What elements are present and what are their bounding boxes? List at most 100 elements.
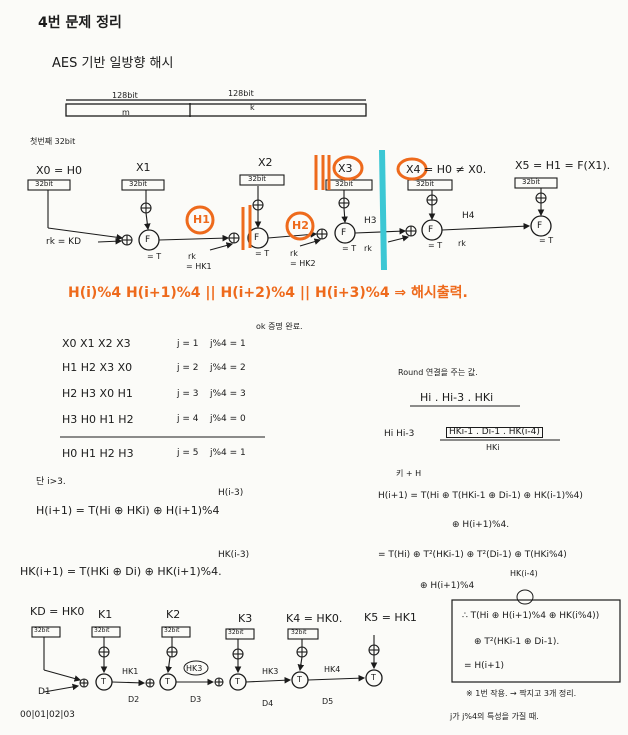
key-bit-3: 32bit xyxy=(228,629,244,636)
footnote-2: j가 j%4의 특성을 가질 때. xyxy=(450,712,539,721)
eq-t-1: = T xyxy=(147,252,162,261)
round-note: Round 연결을 주는 값. xyxy=(398,368,478,377)
t-label-1: T xyxy=(101,677,106,686)
x4-label: X4 = H0 ≠ X0. xyxy=(406,163,487,176)
bit-box-5: 32bit xyxy=(522,178,541,186)
rk-1: rk xyxy=(188,252,196,261)
plus-h-note: 키 + H xyxy=(396,469,422,478)
bit-box-4: 32bit xyxy=(416,180,435,188)
eq-t-3: = T xyxy=(342,244,357,253)
page-title: 4번 문제 정리 xyxy=(38,15,122,31)
derivation-3: = T(Hi) ⊕ T²(HKi-1) ⊕ T²(Di-1) ⊕ T(HKi%4… xyxy=(378,550,567,560)
rk-3: rk xyxy=(364,244,372,253)
hk-sup: HK(i-3) xyxy=(218,550,250,560)
page-subtitle: AES 기반 일방향 해시 xyxy=(52,56,174,71)
h-sup: H(i-3) xyxy=(218,488,244,498)
proof-row-j: j = 2 xyxy=(177,363,199,373)
eq-t-4: = T xyxy=(428,241,443,250)
hk3-circle xyxy=(183,660,209,676)
bits-label: 00|01|02|03 xyxy=(20,710,75,720)
h4-label: H4 xyxy=(462,211,475,221)
derivation-2: ⊕ H(i+1)%4. xyxy=(452,520,510,530)
conclusion-line-2: ⊕ T²(HKi-1 ⊕ Di-1). xyxy=(474,637,560,647)
conclusion-line-1: ∴ T(Hi ⊕ H(i+1)%4 ⊕ HK(i%4)) xyxy=(462,611,600,621)
k-size-label: 128bit xyxy=(228,89,254,98)
orange-marks xyxy=(185,155,428,250)
proof-row-j: j = 3 xyxy=(177,389,199,399)
d1-label: D1 xyxy=(38,687,51,697)
kd-label: KD = HK0 xyxy=(30,605,85,618)
d4-label: D4 xyxy=(262,699,274,708)
proof-row-mod: j%4 = 2 xyxy=(210,363,246,373)
hk1-key: HK1 xyxy=(122,667,139,676)
x5-label: X5 = H1 = F(X1). xyxy=(515,159,611,172)
h-equation: H(i+1) = T(Hi ⊕ HKi) ⊕ H(i+1)%4 xyxy=(36,504,220,517)
block-diagram xyxy=(65,99,367,117)
f-label-3: F xyxy=(341,228,347,238)
hk3b-key: HK3 xyxy=(262,667,279,676)
derivation-1: H(i+1) = T(Hi ⊕ T(HKi-1 ⊕ Di-1) ⊕ HK(i-1… xyxy=(378,491,583,501)
bit-box-3: 32bit xyxy=(335,180,354,188)
hk3-key: HK3 xyxy=(186,664,203,673)
x2-label: X2 xyxy=(258,156,273,169)
k-label: k xyxy=(250,103,255,112)
t-label-3: T xyxy=(235,677,240,686)
f-label-2: F xyxy=(254,233,260,243)
rk-4: rk xyxy=(458,239,466,248)
h3-label: H3 xyxy=(364,216,377,226)
f-label-1: F xyxy=(145,235,151,245)
box-line-boxed: HKi-1 . Di-1 . HK(i-4) xyxy=(446,427,543,438)
first-line-arrows xyxy=(47,186,545,251)
proof-row-cells: H2 H3 X0 H1 xyxy=(62,387,133,400)
t-label-4: T xyxy=(297,675,302,684)
hk4-key: HK4 xyxy=(324,665,341,674)
proof-row-mod: j%4 = 3 xyxy=(210,389,246,399)
rk-kd-label: rk = KD xyxy=(46,237,82,247)
proof-row-cells: H0 H1 H2 H3 xyxy=(62,447,134,460)
proof-row-mod: j%4 = 1 xyxy=(210,339,246,349)
d5-label: D5 xyxy=(322,697,334,706)
derivation-4-sup: HK(i-4) xyxy=(510,569,538,578)
round-values: Hi . Hi-3 . HKi xyxy=(420,391,494,404)
d2-label: D2 xyxy=(128,695,140,704)
proof-row-mod: j%4 = 1 xyxy=(210,448,246,458)
bit-box-0: 32bit xyxy=(35,180,54,188)
first-32bit-label: 첫번째 32bit xyxy=(30,137,76,146)
box-line-sub: HKi xyxy=(486,443,500,452)
x1-label: X1 xyxy=(136,161,151,174)
t-label-2: T xyxy=(165,677,170,686)
h1-label: H1 xyxy=(193,213,210,226)
eq-t-5: = T xyxy=(539,236,554,245)
k2-label: K2 xyxy=(166,608,181,621)
bit-box-1: 32bit xyxy=(129,180,148,188)
k3-label: K3 xyxy=(238,612,253,625)
h2-label: H2 xyxy=(292,219,309,232)
proof-row-cells: X0 X1 X2 X3 xyxy=(62,337,131,350)
m-label: m xyxy=(122,108,130,117)
cyan-divider xyxy=(379,149,387,271)
proof-row-cells: H3 H0 H1 H2 xyxy=(62,413,134,426)
conclusion-line-3: = H(i+1) xyxy=(464,661,504,671)
proof-row-j: j = 4 xyxy=(177,414,199,424)
k1-label: K1 xyxy=(98,608,113,621)
key-line-boxes xyxy=(31,626,319,640)
proof-row-j: j = 5 xyxy=(177,448,199,458)
first-line-boxes xyxy=(27,174,558,191)
circle-annotation xyxy=(516,589,534,605)
condition-note: 단 i>3. xyxy=(36,477,66,487)
hk1-sub: = HK1 xyxy=(186,262,212,271)
eq-t-2: = T xyxy=(255,249,270,258)
conclusion-box xyxy=(451,599,621,683)
key-bit-0: 32bit xyxy=(34,627,50,634)
hk-equation: HK(i+1) = T(HKi ⊕ Di) ⊕ HK(i+1)%4. xyxy=(20,565,222,578)
m-size-label: 128bit xyxy=(112,91,138,100)
d3-label: D3 xyxy=(190,695,202,704)
proof-row-mod: j%4 = 0 xyxy=(210,414,246,424)
k5-label: K5 = HK1 xyxy=(364,611,417,624)
proof-note: ok 증명 완료. xyxy=(256,322,303,331)
f-label-5: F xyxy=(537,221,543,231)
hk2-sub: = HK2 xyxy=(290,259,316,268)
derivation-4: ⊕ H(i+1)%4 xyxy=(420,581,475,591)
